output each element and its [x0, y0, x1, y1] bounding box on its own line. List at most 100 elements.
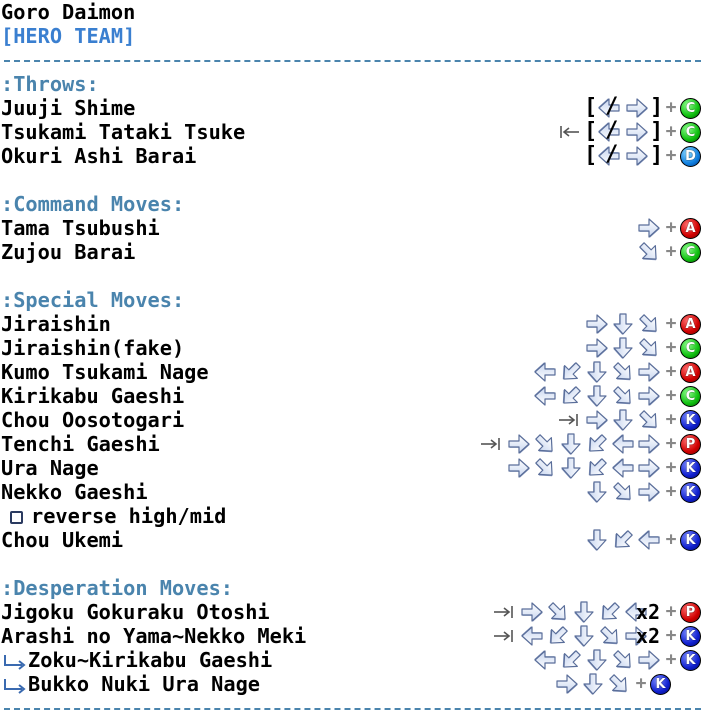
plus-icon: +: [665, 337, 677, 358]
down-right-arrow-icon: [535, 434, 553, 453]
plus-icon: +: [665, 409, 677, 430]
left-arrow-icon: [612, 434, 634, 454]
charge-forward-icon: [493, 606, 513, 618]
right-arrow-icon: [638, 386, 660, 406]
k-button-icon: K: [680, 409, 701, 431]
right-arrow-icon: [638, 650, 660, 670]
plus-icon: +: [665, 385, 677, 406]
back-or-forward-icon: /: [596, 120, 624, 143]
a-button-icon: A: [680, 313, 701, 335]
move-name: Juuji Shime: [1, 96, 136, 120]
move-name: Kumo Tsukami Nage: [1, 360, 209, 384]
move-name: Tenchi Gaeshi: [1, 432, 160, 456]
move-input: + K: [554, 672, 675, 696]
section-special-title: :Special Moves:: [1, 288, 185, 312]
c-button-icon: C: [680, 337, 701, 359]
right-arrow-icon: [556, 674, 578, 694]
right-arrow-icon: [625, 626, 647, 646]
plus-icon: +: [665, 481, 677, 502]
plus-icon: +: [665, 625, 677, 646]
plus-icon: +: [665, 217, 677, 238]
move-name: Jigoku Gokuraku Otoshi: [1, 600, 270, 624]
down-arrow-icon: [613, 409, 633, 431]
section-command-title: :Command Moves:: [1, 192, 185, 216]
move-input: + K: [532, 648, 705, 672]
down-right-arrow-icon: [639, 242, 657, 261]
bracket-close-icon: ]: [650, 143, 664, 168]
left-arrow-icon: [598, 122, 620, 142]
move-name: Ura Nage: [1, 456, 99, 480]
c-button-icon: C: [680, 97, 701, 119]
down-arrow-icon: [561, 457, 581, 479]
move-name: Jiraishin: [1, 312, 111, 336]
right-arrow-icon: [508, 434, 530, 454]
right-arrow-icon: [586, 338, 608, 358]
right-arrow-icon: [638, 458, 660, 478]
right-arrow-icon: [638, 434, 660, 454]
down-right-arrow-icon: [613, 386, 631, 405]
left-arrow-icon: [521, 626, 543, 646]
down-right-arrow-icon: [609, 674, 627, 693]
down-left-arrow-icon: [562, 362, 581, 380]
bracket-open-icon: [: [584, 95, 598, 120]
move-input: x2 + K: [491, 624, 705, 648]
bullet-square-icon: [10, 511, 23, 524]
followup-move: Bukko Nuki Ura Nage: [0, 672, 260, 696]
plus-icon: +: [665, 433, 677, 454]
plus-icon: +: [665, 457, 677, 478]
down-arrow-icon: [587, 649, 607, 671]
bracket-open-icon: [: [584, 119, 598, 144]
move-input: + P: [478, 432, 705, 456]
plus-icon: +: [665, 361, 677, 382]
section-desperation-title: :Desperation Moves:: [1, 576, 233, 600]
right-arrow-icon: [638, 482, 660, 502]
character-name: Goro Daimon: [1, 0, 136, 24]
left-arrow-icon: [598, 98, 620, 118]
down-arrow-icon: [587, 529, 607, 551]
move-name: Tama Tsubushi: [1, 216, 160, 240]
left-arrow-icon: [625, 602, 647, 622]
move-input: + C: [636, 240, 705, 264]
divider: [0, 48, 705, 72]
down-left-arrow-icon: [549, 626, 568, 644]
c-button-icon: C: [680, 121, 701, 143]
move-input: + A: [532, 360, 705, 384]
right-arrow-icon: [638, 218, 660, 238]
plus-icon: +: [665, 529, 677, 550]
move-input: + K: [584, 528, 705, 552]
plus-icon: +: [635, 673, 647, 694]
p-button-icon: P: [680, 601, 701, 623]
move-input: [ / ] + C: [584, 96, 705, 120]
down-arrow-icon: [613, 313, 633, 335]
team-label: [HERO TEAM]: [1, 24, 136, 48]
move-input: + C: [532, 384, 705, 408]
down-left-arrow-icon: [562, 386, 581, 404]
down-arrow-icon: [561, 433, 581, 455]
down-right-arrow-icon: [548, 602, 566, 621]
move-name: Bukko Nuki Ura Nage: [28, 672, 260, 696]
down-arrow-icon: [587, 361, 607, 383]
k-button-icon: K: [680, 457, 701, 479]
plus-icon: +: [665, 121, 677, 142]
followup-move: Zoku~Kirikabu Gaeshi: [0, 648, 272, 672]
plus-icon: +: [665, 649, 677, 670]
k-button-icon: K: [680, 481, 701, 503]
right-arrow-icon: [626, 98, 648, 118]
d-button-icon: D: [680, 145, 701, 167]
plus-icon: +: [665, 145, 677, 166]
down-arrow-icon: [613, 337, 633, 359]
move-input: [ / ] + C: [556, 120, 705, 144]
plus-icon: +: [665, 313, 677, 334]
move-input: + C: [584, 336, 705, 360]
back-or-forward-icon: /: [596, 144, 624, 167]
move-input: + A: [584, 312, 705, 336]
move-name: Chou Ukemi: [1, 528, 124, 552]
down-arrow-icon: [587, 385, 607, 407]
move-name: Zoku~Kirikabu Gaeshi: [28, 648, 273, 672]
c-button-icon: C: [680, 241, 701, 263]
move-input: + A: [636, 216, 705, 240]
right-arrow-icon: [586, 314, 608, 334]
note-text: reverse high/mid: [31, 504, 227, 528]
left-arrow-icon: [612, 458, 634, 478]
charge-forward-icon: [493, 630, 513, 642]
